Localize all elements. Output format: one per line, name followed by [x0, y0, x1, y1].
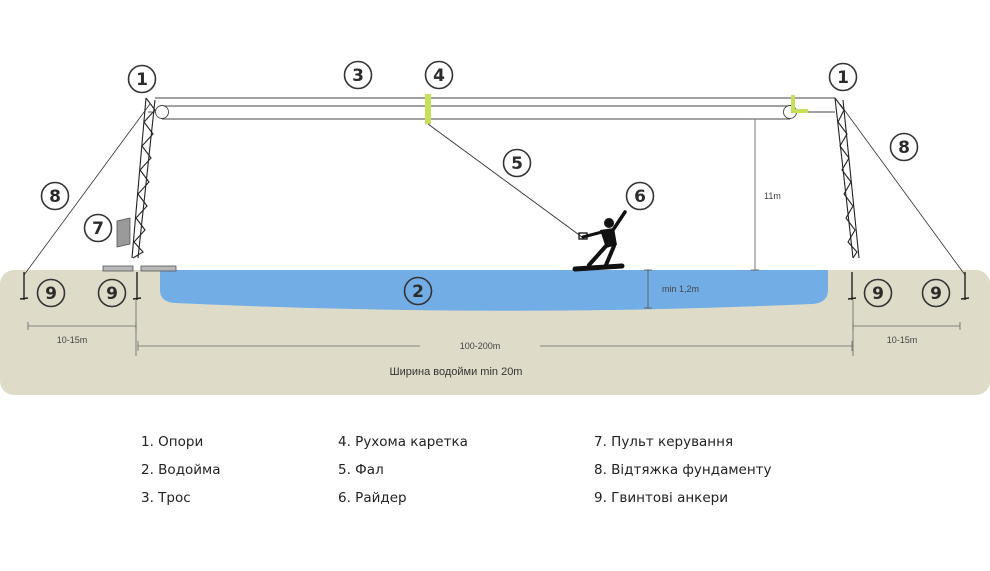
- marker-support-right: 1: [828, 62, 858, 92]
- marker-anchor-right: 9: [863, 278, 893, 308]
- marker-rope: 5: [502, 148, 532, 178]
- legend-item: 3. Трос: [141, 490, 191, 506]
- svg-text:1: 1: [837, 68, 849, 88]
- svg-text:7: 7: [92, 219, 104, 239]
- marker-control-panel: 7: [83, 213, 113, 243]
- tow-rope: [427, 123, 583, 238]
- reservoir-water: [160, 270, 828, 311]
- guy-line-left: [23, 103, 151, 276]
- guy-dimension-left-label: 10-15m: [57, 335, 88, 345]
- marker-carriage: 4: [424, 60, 454, 90]
- carriage-bracket: [791, 95, 808, 113]
- svg-text:6: 6: [634, 187, 646, 207]
- guy-dimension-right: [852, 300, 961, 356]
- marker-cable: 3: [343, 60, 373, 90]
- legend-item: 4. Рухома каретка: [338, 434, 468, 450]
- marker-guy-right: 8: [889, 132, 919, 162]
- svg-text:1: 1: [136, 70, 148, 90]
- span-dimension: [137, 341, 853, 351]
- svg-text:5: 5: [511, 154, 523, 174]
- legend-item: 5. Фал: [338, 462, 384, 478]
- rider-silhouette: [572, 210, 627, 272]
- moving-carriage: [425, 94, 431, 124]
- svg-text:3: 3: [352, 66, 364, 86]
- svg-text:8: 8: [49, 187, 61, 207]
- svg-text:4: 4: [433, 66, 445, 86]
- legend: 1. Опори 2. Водойма 3. Трос 4. Рухома ка…: [0, 430, 990, 530]
- svg-text:8: 8: [898, 138, 910, 158]
- svg-text:9: 9: [106, 284, 118, 304]
- svg-text:9: 9: [872, 284, 884, 304]
- legend-column-2: 4. Рухома каретка 5. Фал 6. Райдер: [338, 430, 468, 514]
- depth-label: min 1,2m: [662, 284, 699, 294]
- width-note: Ширина водойми min 20m: [390, 366, 523, 378]
- svg-text:9: 9: [45, 284, 57, 304]
- guy-line-right: [839, 103, 966, 276]
- support-tower-right: [834, 97, 860, 259]
- marker-anchor-far-left: 9: [36, 278, 66, 308]
- legend-item: 2. Водойма: [141, 462, 221, 478]
- svg-text:2: 2: [412, 282, 424, 302]
- platform-right: [140, 265, 177, 272]
- height-dimension: [751, 118, 759, 271]
- wakeboard-cable-diagram: 11m min 1,2m 100-200m 10-15m 10-15m Шири…: [0, 60, 990, 395]
- marker-rider: 6: [625, 181, 655, 211]
- legend-item: 1. Опори: [141, 434, 204, 450]
- support-tower-left: [131, 97, 156, 259]
- height-label: 11m: [764, 191, 781, 201]
- anchors: [19, 272, 970, 300]
- span-label: 100-200m: [460, 341, 501, 351]
- platform-left: [102, 265, 134, 272]
- legend-column-3: 7. Пульт керування 8. Відтяжка фундамент…: [594, 430, 772, 514]
- legend-item: 8. Відтяжка фундаменту: [594, 462, 772, 478]
- marker-anchor-far-right: 9: [921, 278, 951, 308]
- cable: [148, 97, 835, 120]
- control-panel: [116, 217, 131, 248]
- legend-column-1: 1. Опори 2. Водойма 3. Трос: [141, 430, 221, 514]
- marker-reservoir: 2: [403, 276, 433, 306]
- depth-dimension: [644, 269, 652, 309]
- legend-item: 6. Райдер: [338, 490, 407, 506]
- marker-anchor-left: 9: [97, 278, 127, 308]
- legend-item: 9. Гвинтові анкери: [594, 490, 728, 506]
- guy-dimension-right-label: 10-15m: [887, 335, 918, 345]
- legend-item: 7. Пульт керування: [594, 434, 734, 450]
- guy-dimension-left: [27, 300, 137, 356]
- marker-support-left: 1: [127, 64, 157, 94]
- svg-text:9: 9: [930, 284, 942, 304]
- marker-guy-left: 8: [40, 181, 70, 211]
